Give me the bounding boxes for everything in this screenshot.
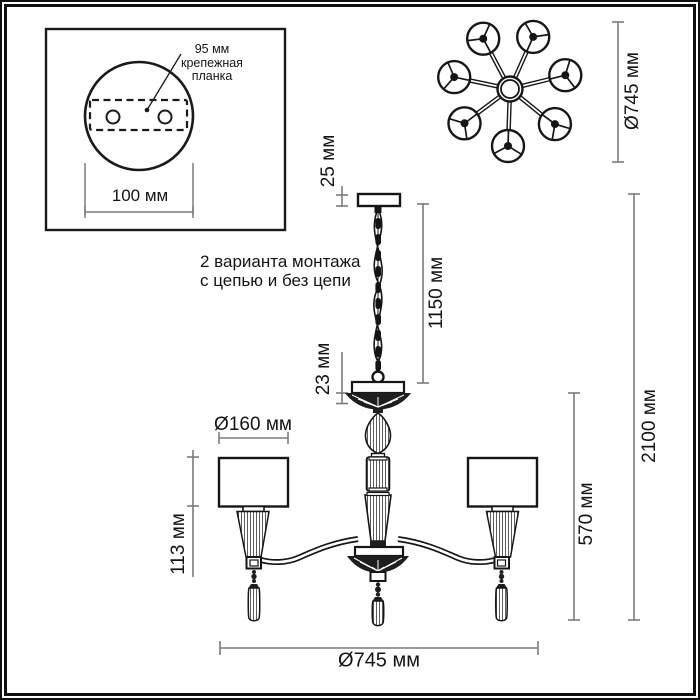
suspension-chain	[373, 208, 383, 376]
lower-bowl-dish	[347, 556, 409, 573]
shade-diameter-label: Ø160 мм	[214, 414, 292, 435]
right-beads	[498, 570, 505, 583]
left-cone	[236, 510, 270, 558]
central-column	[364, 412, 392, 547]
left-arm	[260, 536, 359, 566]
right-arm	[397, 536, 496, 566]
inset-dimension-lines	[84, 163, 194, 218]
bracket-offset-label: 95 мм	[194, 42, 230, 56]
left-lamp	[217, 456, 290, 622]
leader-line	[146, 53, 182, 111]
center-finial-block	[369, 571, 387, 582]
body-height-label: 570 мм	[576, 482, 597, 546]
mounting-plate-inset	[44, 27, 287, 232]
column-spindle	[364, 412, 392, 455]
mounting-note-line1: 2 варианта монтажа	[200, 252, 361, 271]
hanging-ring	[371, 370, 385, 384]
upper-bowl-band	[350, 380, 406, 395]
bracket-name-label: крепежная планка	[181, 55, 243, 83]
lower-bowl-band	[353, 545, 405, 558]
right-tassel	[495, 584, 508, 622]
power-cord	[373, 208, 383, 361]
left-shade	[217, 456, 290, 508]
canopy-height-label: 25 мм	[318, 134, 339, 188]
ceiling-canopy	[356, 192, 402, 208]
shade-height-label: 113 мм	[168, 513, 189, 575]
column-barrel	[365, 456, 391, 492]
chandelier-top-view	[437, 19, 583, 164]
top-view-diameter-label: Ø745 мм	[622, 52, 643, 130]
upper-bowl-dish	[345, 393, 411, 413]
right-arm-fitting	[493, 556, 510, 570]
column-cone	[364, 494, 392, 542]
left-arm-fitting	[245, 556, 262, 570]
mounting-note-line2: с цепью и без цепи	[200, 271, 351, 290]
right-cone	[485, 510, 520, 558]
chandelier-side-view	[217, 192, 539, 627]
left-beads	[251, 570, 257, 583]
chain-length-label: 1150 мм	[426, 256, 447, 330]
right-shade	[466, 456, 539, 508]
right-lamp	[466, 456, 539, 622]
top-view-shades	[437, 19, 583, 164]
left-tassel	[247, 584, 261, 622]
base-diameter-label: 100 мм	[111, 186, 169, 205]
total-diameter-label: Ø745 мм	[338, 649, 420, 672]
bowl-height-label: 23 мм	[313, 342, 334, 396]
total-height-label: 2100 мм	[639, 389, 660, 463]
dimension-lines	[187, 21, 640, 655]
center-beads	[375, 582, 381, 597]
center-tassel	[371, 597, 385, 627]
